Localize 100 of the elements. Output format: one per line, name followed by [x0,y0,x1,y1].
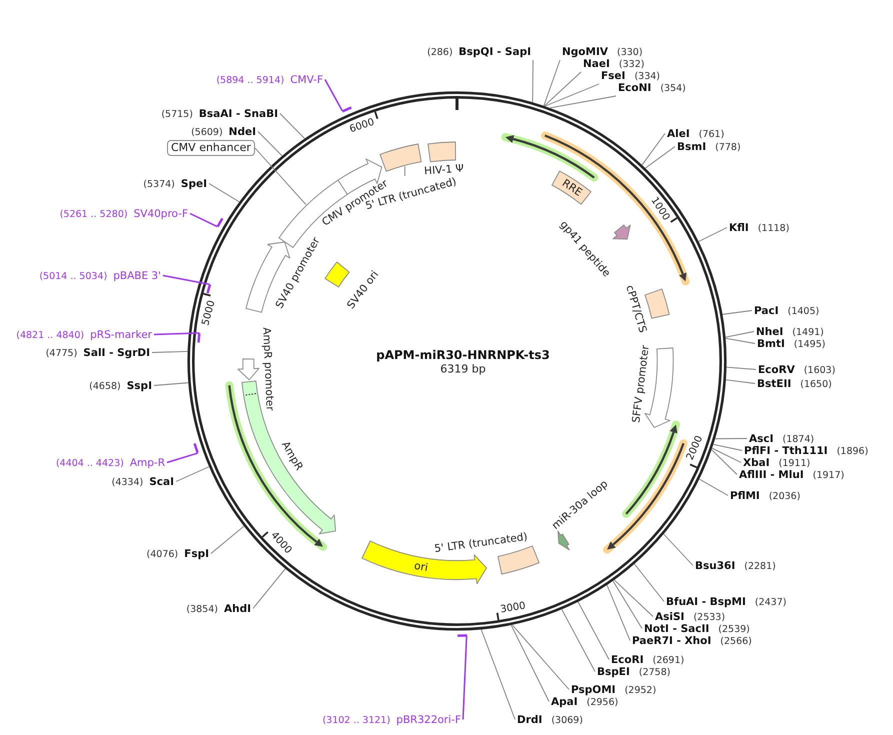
leader-line [252,568,286,609]
enzyme-position: (2758) [638,667,670,678]
enzyme-position: (3854) [186,604,218,615]
primer-name: SV40pro-F [134,208,188,220]
enzyme-position: (1874) [782,434,814,445]
enzyme-name: AscI [749,433,774,445]
enzyme-name: NdeI [228,126,256,138]
enzyme-position: (5715) [161,109,193,120]
enzyme-position: (2533) [693,612,726,623]
enzyme-position: (4334) [112,477,144,488]
enzyme-name: DrdI [517,714,542,726]
primer-position: (5894 .. 5914) [216,75,284,86]
enzyme-name: PflFI - Tth111I [744,445,828,457]
enzyme-name: BspEI [597,666,630,678]
enzyme-name: NheI [756,326,784,338]
enzyme-name: BsmI [677,141,706,153]
leader-line [154,332,200,336]
enzyme-name: EcoNI [618,82,652,94]
leader-line [698,227,728,242]
leader-line [258,131,283,156]
enzyme-name: Bsu36I [695,560,736,572]
enzyme-name: NotI - SacII [644,623,710,635]
leader-line [543,60,560,106]
enzyme-position: (354) [660,83,686,94]
enzyme-position: (1896) [836,446,868,457]
leader-line [166,452,198,464]
enzyme-position: (2956) [586,697,618,708]
leader-line [725,331,754,338]
feature-label: HIV-1 Ψ [423,162,464,178]
leader-line [324,79,343,112]
scale-label: 5000 [200,298,218,326]
enzyme-position: (2952) [624,685,656,696]
leader-line [190,212,218,228]
leader-line [544,72,582,106]
enzyme-name: AhdI [224,603,251,615]
enzyme-position: (1917) [812,470,844,481]
enzyme-position: (1118) [758,223,790,234]
enzyme-name: SalI - SgrDI [83,347,150,359]
enzyme-position: (1911) [778,458,810,469]
primer-position: (4404 .. 4423) [56,458,124,469]
leader-line [176,466,210,482]
enzyme-position: (2691) [652,655,684,666]
plasmid-size: 6319 bp [440,362,486,376]
scale-label: 6000 [348,117,376,136]
leader-line [480,629,516,720]
enzyme-position: (761) [698,129,724,140]
primer-position: (5014 .. 5034) [39,271,108,282]
leader-line [154,382,189,386]
leader-line [280,113,306,140]
enzyme-position: (330) [617,47,643,58]
enzyme-position: (1495) [794,339,826,350]
enzyme-name: PspOMI [571,684,616,696]
leader-line [162,274,210,286]
enzyme-name: SspI [126,380,152,392]
leader-line [722,310,752,315]
enzyme-name: PacI [754,305,779,317]
enzyme-position: (332) [618,59,644,70]
enzyme-name: AsiSI [655,611,684,623]
enzyme-position: (1405) [788,306,820,317]
enzyme-name: FspI [184,548,209,560]
leader-line [614,580,654,617]
leader-line [544,84,600,107]
leader-line [512,624,570,690]
enzyme-name: PaeR7I - XhoI [632,635,712,647]
enzyme-position: (2539) [718,624,750,635]
leader-line [712,444,742,451]
primer-name: CMV-F [290,74,323,86]
enzyme-name: BspQI - SapI [458,46,531,58]
enzyme-position: (334) [634,71,660,82]
leader-line [726,379,756,384]
leader-line [726,366,756,370]
enzyme-name: XbaI [743,457,770,469]
scale-label: 3000 [500,600,527,616]
leader-line [698,478,728,496]
feature-label: ori [412,560,428,574]
enzyme-name: NaeI [583,58,610,70]
leader-line [725,338,756,344]
enzyme-position: (1650) [800,379,832,390]
enzyme-name: BsaAI - SnaBI [198,108,278,120]
enzyme-name: BmtI [757,338,785,350]
leader-line [634,564,664,602]
feature-label: RRE [560,176,584,198]
enzyme-name: FseI [601,70,626,82]
leader-line [254,148,306,205]
leader-line [404,166,406,176]
primer-position: (3102 .. 3121) [322,715,390,726]
enzyme-position: (2281) [744,561,776,572]
enzyme-name: PflMI [730,490,760,502]
enzyme-name: ApaI [551,696,578,708]
leader-line [711,449,738,475]
enzyme-name: EcoRV [758,364,795,376]
leader-line [642,133,666,166]
enzyme-position: (2437) [754,597,786,608]
leader-line [578,601,610,660]
leader-line [210,526,244,554]
leader-line [612,580,642,629]
enzyme-position: (3069) [551,715,583,726]
primer-name: Amp-R [130,457,165,469]
leader-line [208,183,240,202]
feature-label: SFFV promoter [630,344,652,423]
